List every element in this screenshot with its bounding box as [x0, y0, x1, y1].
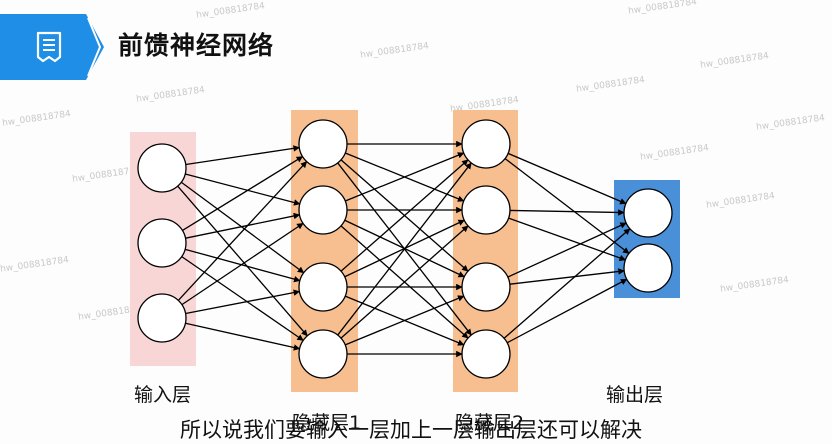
neuron-hidden-1-1 [298, 119, 348, 169]
connection-input-3-to-hidden-1-2 [181, 222, 304, 306]
connection-input-1-to-hidden-1-1 [185, 145, 300, 166]
connection-input-3-to-hidden-1-1 [177, 161, 308, 301]
neuron-hidden-2-3 [461, 262, 511, 312]
connection-hidden-1-4-to-hidden-2-1 [337, 162, 472, 336]
connection-hidden-2-4-to-output-1 [503, 228, 631, 339]
connection-input-3-to-hidden-1-3 [185, 289, 301, 315]
layer-label-input: 输入层 [134, 384, 192, 406]
layer-label-hidden-1: 隐藏层1 [292, 412, 362, 434]
neural-network-diagram [130, 110, 680, 392]
neuron-input-3 [137, 293, 187, 343]
connection-hidden-1-4-to-hidden-2-3 [344, 295, 465, 346]
neuron-hidden-2-2 [461, 185, 511, 235]
connection-input-2-to-hidden-1-2 [185, 212, 301, 239]
neuron-output-2 [623, 243, 673, 293]
connection-input-2-to-hidden-1-4 [181, 256, 304, 341]
connection-hidden-2-3-to-output-1 [507, 222, 627, 278]
connection-hidden-2-2-to-output-2 [508, 217, 627, 261]
neuron-hidden-2-4 [461, 329, 511, 379]
connection-hidden-1-4-to-hidden-2-2 [340, 225, 469, 339]
connection-hidden-1-3-to-hidden-2-1 [340, 159, 469, 272]
slide-title: 前馈神经网络 [118, 31, 275, 60]
title-banner [0, 14, 104, 80]
connection-hidden-2-1-to-output-1 [507, 152, 627, 205]
connection-input-2-to-hidden-1-3 [184, 248, 301, 283]
neuron-hidden-1-2 [298, 185, 348, 235]
neuron-input-1 [137, 143, 187, 193]
connection-input-1-to-hidden-1-4 [177, 185, 308, 337]
document-icon [36, 31, 62, 63]
connection-input-2-to-hidden-1-1 [182, 156, 304, 231]
layer-label-output: 输出层 [606, 384, 664, 406]
neuron-hidden-2-1 [461, 119, 511, 169]
neuron-hidden-1-3 [298, 262, 348, 312]
connection-hidden-2-4-to-output-2 [506, 278, 628, 344]
layer-label-hidden-2: 隐藏层2 [455, 412, 525, 434]
neuron-hidden-1-4 [298, 329, 348, 379]
video-subtitle: 所以说我们要输入一层加上一层输出层还可以解决 [180, 418, 642, 442]
neuron-output-1 [623, 188, 673, 238]
connection-hidden-1-2-to-hidden-2-1 [345, 152, 465, 202]
connection-input-1-to-hidden-1-3 [180, 181, 305, 274]
connection-hidden-2-1-to-output-2 [504, 158, 630, 254]
connection-hidden-2-2-to-output-1 [509, 209, 625, 216]
connection-input-1-to-hidden-1-2 [185, 173, 301, 206]
connection-input-3-to-hidden-1-4 [185, 322, 301, 351]
neuron-input-2 [137, 218, 187, 268]
connection-hidden-2-3-to-output-2 [509, 268, 625, 285]
